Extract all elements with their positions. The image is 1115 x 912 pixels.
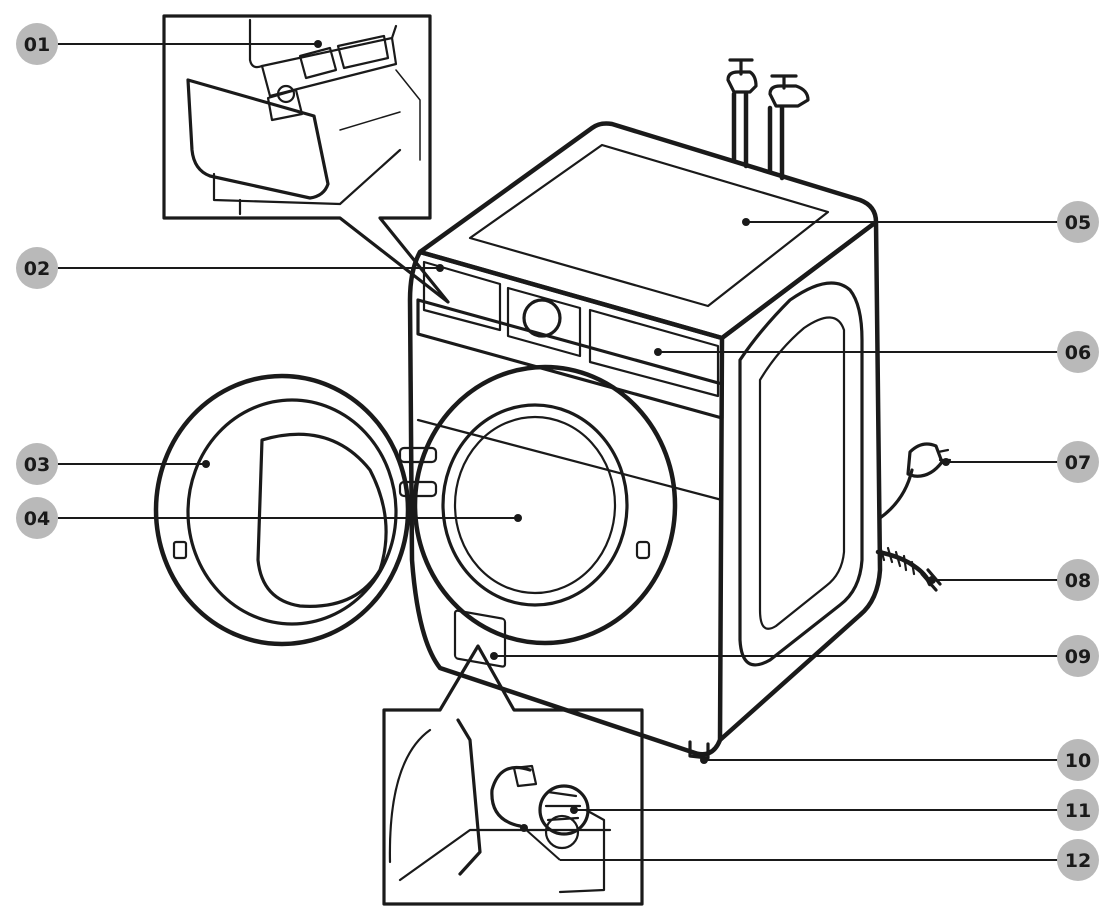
display-panel bbox=[588, 308, 720, 398]
water-taps bbox=[726, 58, 810, 181]
callout-01: 01 bbox=[16, 23, 58, 65]
callout-10: 10 bbox=[1057, 739, 1099, 781]
callout-label: 02 bbox=[24, 258, 50, 280]
callout-06: 06 bbox=[1057, 331, 1099, 373]
callout-08: 08 bbox=[1057, 559, 1099, 601]
door-lock-icon bbox=[172, 540, 188, 560]
callout-04: 04 bbox=[16, 497, 58, 539]
callout-label: 05 bbox=[1065, 212, 1091, 234]
callout-label: 08 bbox=[1065, 570, 1091, 592]
drawer-handle bbox=[186, 78, 330, 200]
callout-label: 04 bbox=[24, 508, 50, 530]
dial-knob bbox=[522, 298, 562, 338]
callout-11: 11 bbox=[1057, 789, 1099, 831]
door-latch-receiver bbox=[635, 540, 651, 560]
door-opening-rim bbox=[412, 364, 678, 646]
callout-02: 02 bbox=[16, 247, 58, 289]
callout-label: 10 bbox=[1065, 750, 1091, 772]
door-glass bbox=[256, 432, 388, 608]
water-tap-icon bbox=[767, 74, 810, 181]
callout-05: 05 bbox=[1057, 201, 1099, 243]
callout-badges: 01 02 03 04 05 06 07 08 bbox=[16, 23, 1099, 881]
callout-label: 07 bbox=[1065, 452, 1091, 474]
dispenser-drawer-front bbox=[422, 260, 502, 332]
drum bbox=[441, 403, 629, 607]
top-cover-inset bbox=[468, 143, 830, 308]
leveling-foot bbox=[688, 740, 710, 760]
emergency-drain-tube bbox=[490, 765, 532, 828]
side-panel bbox=[717, 219, 883, 743]
control-panel bbox=[416, 298, 724, 420]
front-panel bbox=[407, 249, 725, 757]
inset-detergent-drawer bbox=[162, 14, 450, 304]
callout-label: 12 bbox=[1065, 850, 1091, 872]
callout-label: 09 bbox=[1065, 646, 1091, 668]
callout-label: 11 bbox=[1065, 800, 1091, 822]
power-cord bbox=[878, 442, 952, 520]
callout-label: 06 bbox=[1065, 342, 1091, 364]
washing-machine bbox=[398, 121, 883, 760]
callout-label: 01 bbox=[24, 34, 50, 56]
door bbox=[153, 373, 411, 647]
callout-03: 03 bbox=[16, 443, 58, 485]
door-outer-ring bbox=[153, 373, 411, 647]
inset-bottom-frame bbox=[382, 644, 644, 906]
callout-12: 12 bbox=[1057, 839, 1099, 881]
water-tap-icon bbox=[726, 58, 758, 169]
side-panel-recess bbox=[738, 281, 864, 667]
callout-07: 07 bbox=[1057, 441, 1099, 483]
callout-09: 09 bbox=[1057, 635, 1099, 677]
callout-label: 03 bbox=[24, 454, 50, 476]
inset-pump-filter bbox=[382, 644, 644, 906]
top-cover bbox=[417, 121, 879, 341]
pump-filter-cover bbox=[453, 609, 507, 668]
leader-lines bbox=[58, 40, 1058, 861]
inset-top-frame bbox=[162, 14, 450, 304]
